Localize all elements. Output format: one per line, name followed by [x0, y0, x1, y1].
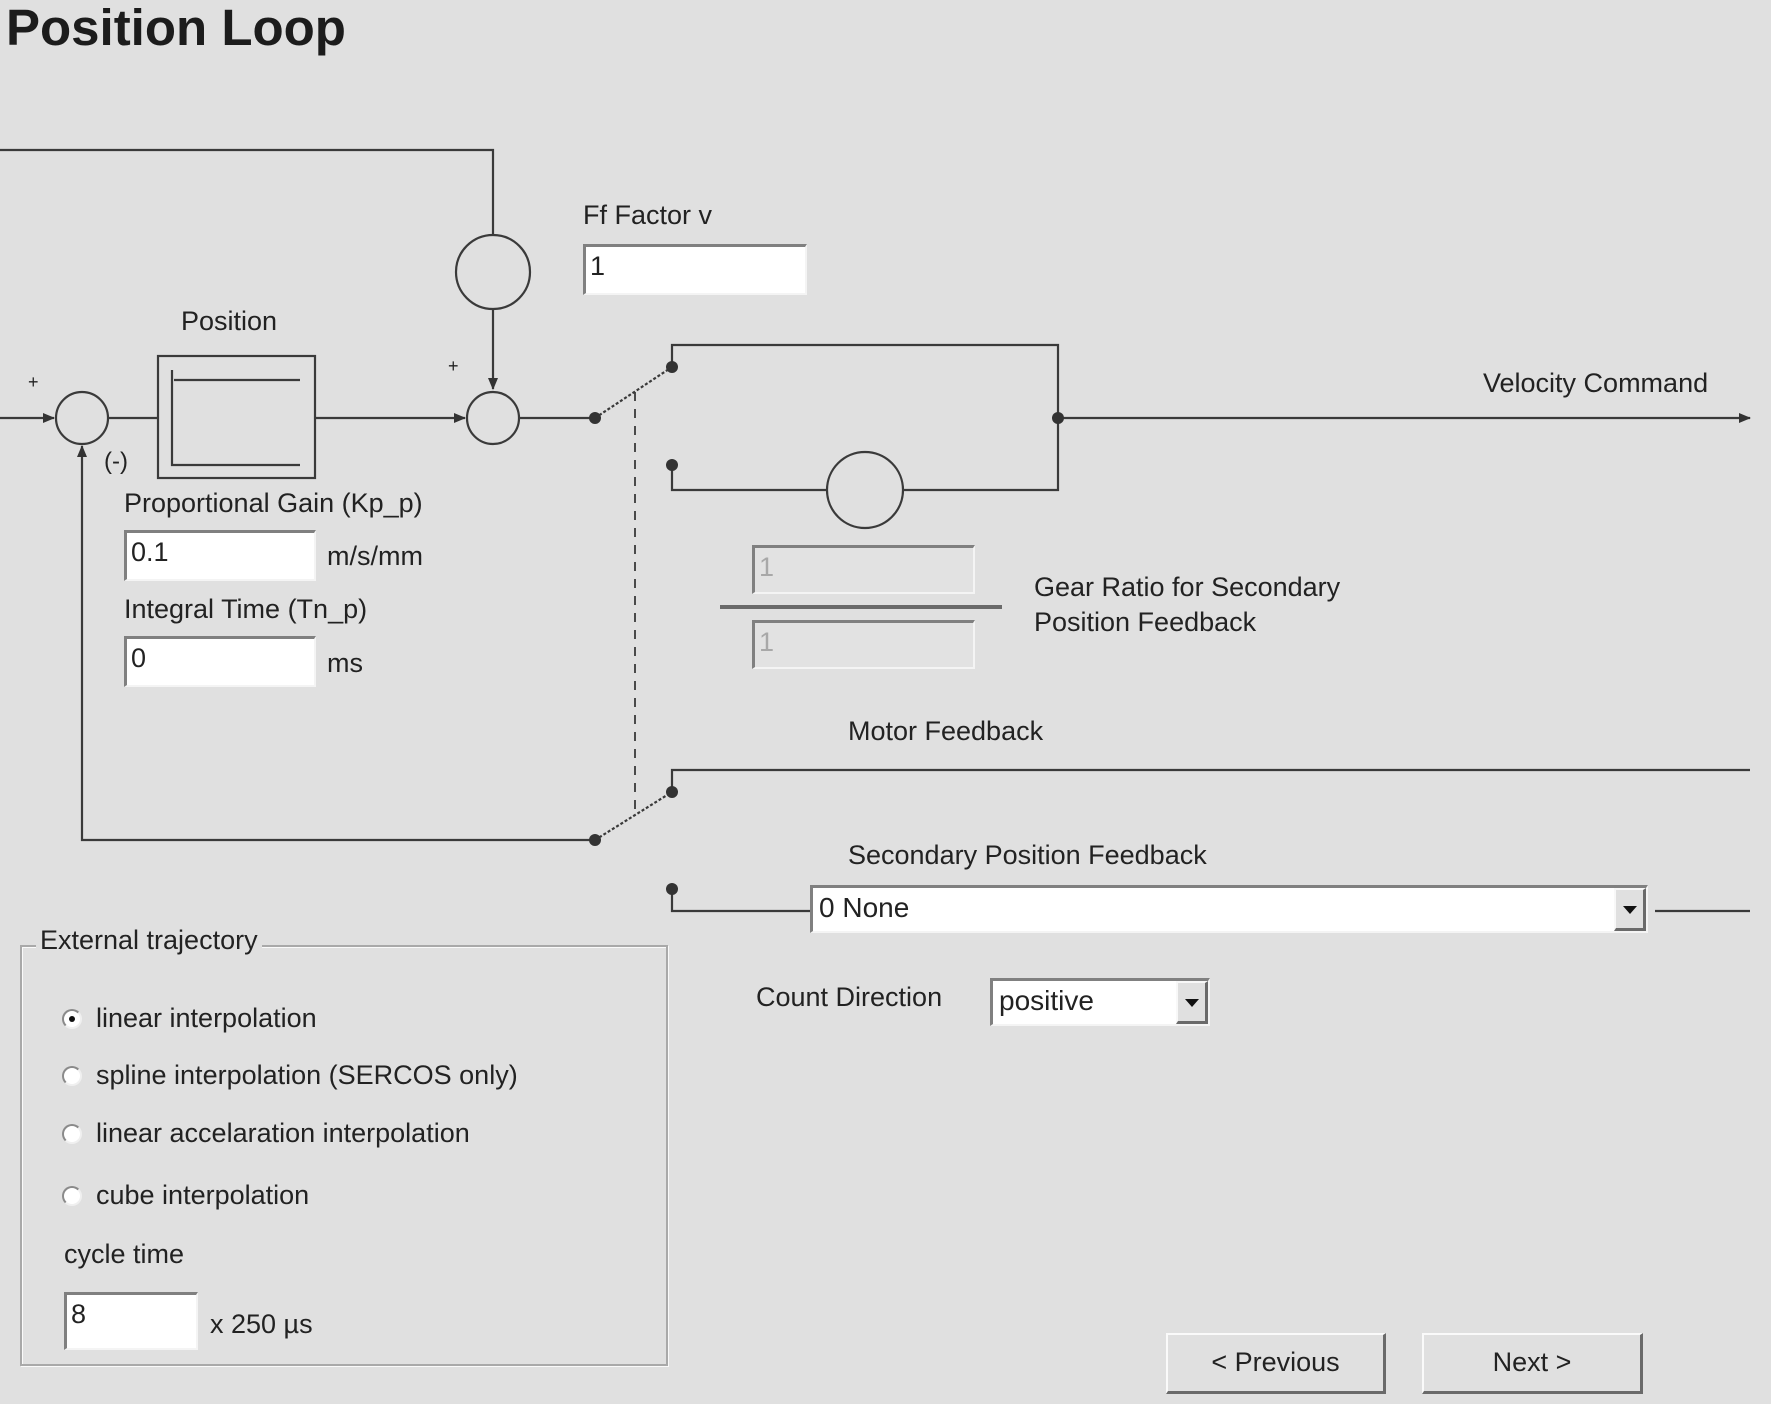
cycle-time-label: cycle time: [64, 1239, 185, 1269]
radio-unchecked-icon[interactable]: [62, 1065, 82, 1086]
gear-ratio-label-line1: Gear Ratio for Secondary: [1034, 572, 1341, 602]
cycle-time-input[interactable]: 8: [64, 1292, 198, 1350]
integral-time-unit: ms: [327, 648, 363, 678]
secondary-feedback-dropdown[interactable]: 0 None: [810, 885, 1648, 933]
sum-junction-2: [465, 390, 521, 446]
sum1-minus-sign: (-): [104, 448, 128, 475]
radio-linear-interpolation[interactable]: linear interpolation: [62, 1003, 317, 1034]
radio-label: spline interpolation (SERCOS only): [96, 1060, 518, 1090]
radio-cube-interpolation[interactable]: cube interpolation: [62, 1180, 309, 1211]
next-button[interactable]: Next >: [1422, 1333, 1643, 1394]
ff-factor-input[interactable]: 1: [583, 244, 807, 295]
count-direction-label: Count Direction: [756, 982, 943, 1012]
secondary-feedback-selected: 0 None: [819, 892, 910, 923]
secondary-feedback-label: Secondary Position Feedback: [848, 840, 1207, 870]
motor-feedback-line: [670, 768, 1750, 792]
radio-spline-interpolation[interactable]: spline interpolation (SERCOS only): [62, 1060, 518, 1091]
feedforward-gain-circle: [454, 233, 532, 311]
gear-ratio-denominator-input: 1: [752, 620, 975, 669]
position-block-label: Position: [181, 306, 278, 336]
radio-label: linear accelaration interpolation: [96, 1118, 470, 1148]
feedback-return-line: [77, 445, 595, 842]
chevron-down-icon[interactable]: [1614, 888, 1646, 931]
upper-switch-arm: [594, 366, 673, 419]
proportional-gain-unit: m/s/mm: [327, 541, 423, 571]
proportional-gain-input[interactable]: 0.1: [124, 530, 316, 581]
external-trajectory-group: External trajectory linear interpolation…: [20, 925, 668, 1366]
radio-unchecked-icon[interactable]: [62, 1123, 82, 1144]
feedforward-line: [0, 148, 495, 235]
cycle-time-unit: x 250 µs: [210, 1309, 313, 1339]
chevron-down-icon[interactable]: [1176, 981, 1208, 1024]
sum1-plus-sign: +: [28, 372, 39, 392]
previous-button[interactable]: < Previous: [1166, 1333, 1386, 1394]
radio-label: cube interpolation: [96, 1180, 310, 1210]
proportional-gain-label: Proportional Gain (Kp_p): [124, 488, 423, 518]
sum-junction-1: [54, 390, 110, 446]
integral-time-label: Integral Time (Tn_p): [124, 594, 368, 624]
integral-time-input[interactable]: 0: [124, 636, 316, 687]
radio-linear-acceleration-interpolation[interactable]: linear accelaration interpolation: [62, 1118, 470, 1149]
radio-checked-icon[interactable]: [62, 1008, 82, 1029]
page-title: Position Loop: [6, 0, 346, 56]
motor-feedback-label: Motor Feedback: [848, 716, 1044, 746]
ff-factor-label: Ff Factor v: [583, 200, 713, 230]
lower-switch-arm: [594, 791, 673, 841]
sum2-plus-sign: +: [448, 356, 459, 376]
count-direction-selected: positive: [999, 985, 1094, 1016]
count-direction-dropdown[interactable]: positive: [990, 978, 1210, 1026]
radio-unchecked-icon[interactable]: [62, 1185, 82, 1206]
radio-label: linear interpolation: [96, 1003, 317, 1033]
position-controller-block: [156, 354, 317, 480]
gear-ratio-circle: [825, 450, 905, 530]
gear-ratio-numerator-input: 1: [752, 545, 975, 594]
external-trajectory-legend: External trajectory: [36, 925, 262, 956]
gear-ratio-label-line2: Position Feedback: [1034, 607, 1257, 637]
velocity-command-label: Velocity Command: [1483, 368, 1709, 398]
